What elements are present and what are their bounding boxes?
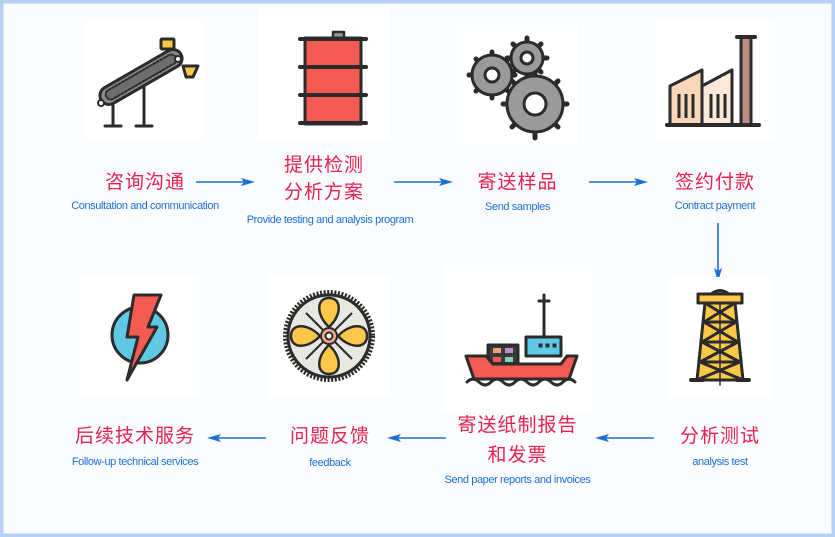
step-2-subtitle: Provide testing and analysis program (246, 214, 414, 226)
step-1-subtitle: Consultation and communication (71, 200, 219, 212)
gears-icon (466, 35, 570, 141)
step-6-title-line1: 寄送纸制报告 (457, 414, 578, 436)
arrow-left-icon (387, 434, 446, 442)
arrow-right-icon (394, 178, 453, 186)
step-6-icon-box (443, 265, 592, 412)
arrow-right-icon (589, 178, 648, 186)
arrow-left-icon (595, 434, 654, 442)
oil-barrel-icon (298, 30, 368, 126)
step-5-subtitle: analysis test (692, 456, 748, 468)
step-6-subtitle: Send paper reports and invoices (444, 474, 591, 486)
step-5-title: 分析测试 (679, 425, 760, 447)
step-5-icon-box (668, 277, 772, 397)
step-1-icon-box (85, 22, 203, 140)
arrow-left-icon (207, 434, 266, 442)
arrow-right-icon (196, 178, 255, 186)
fan-wheel-icon (283, 290, 375, 382)
step-7-icon-box (268, 275, 390, 397)
step-3-subtitle: Send samples (485, 201, 550, 213)
oil-derrick-icon (689, 289, 751, 386)
factory-icon (665, 35, 761, 127)
step-7-subtitle: feedback (309, 457, 351, 469)
arrow-down-icon (714, 223, 722, 282)
step-4-subtitle: Contract payment (674, 200, 756, 212)
step-1-title: 咨询沟通 (104, 171, 185, 193)
step-3-title: 寄送样品 (477, 171, 558, 193)
step-6-title-line2: 和发票 (487, 444, 548, 466)
step-8-icon-box (80, 275, 200, 395)
cargo-ship-icon (464, 293, 579, 387)
step-4-title: 签约付款 (674, 171, 755, 193)
step-3-icon-box (457, 24, 578, 145)
lightning-icon (110, 293, 170, 382)
conveyor-belt-icon (97, 37, 200, 128)
step-2-icon-box (258, 8, 390, 140)
step-7-title: 问题反馈 (289, 425, 370, 447)
step-2-title-line1: 提供检测 (283, 154, 364, 176)
step-2-title-line2: 分析方案 (283, 181, 364, 203)
step-8-subtitle: Follow-up technical services (71, 456, 199, 468)
step-8-title: 后续技术服务 (74, 425, 195, 447)
step-4-icon-box (655, 22, 775, 140)
